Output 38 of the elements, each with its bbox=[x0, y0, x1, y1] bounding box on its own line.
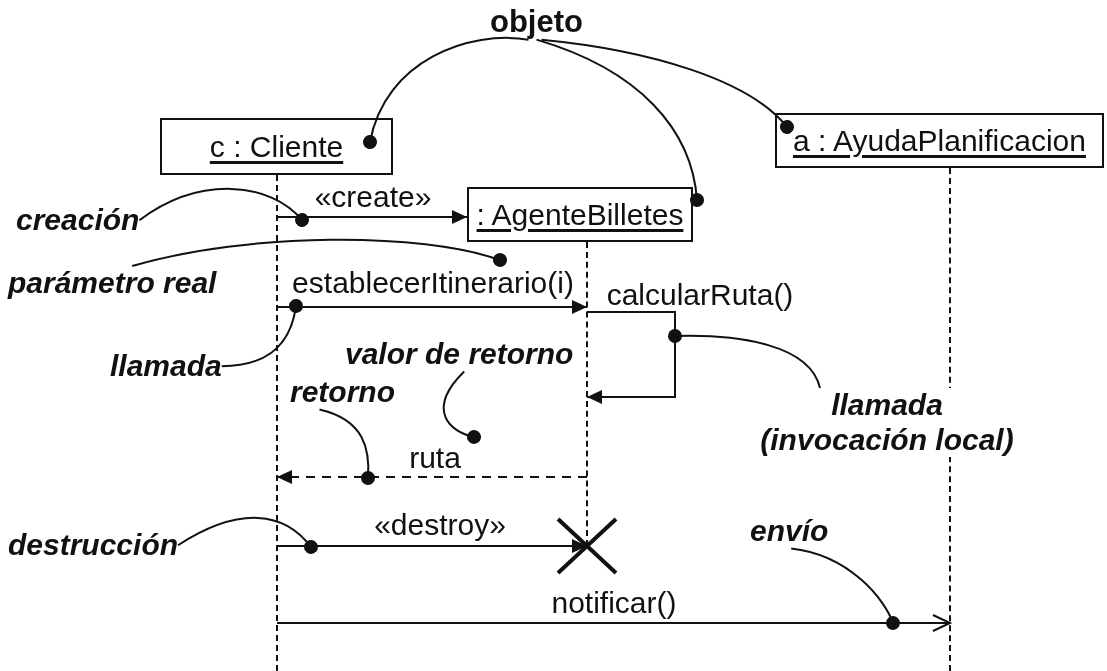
annotation: creación bbox=[16, 203, 140, 238]
message-label: «destroy» bbox=[374, 508, 506, 542]
message-arrow bbox=[586, 311, 676, 404]
annotation: envío bbox=[750, 514, 829, 549]
message-arrow bbox=[276, 470, 588, 484]
annotation: retorno bbox=[290, 375, 395, 410]
message-arrow bbox=[276, 210, 468, 224]
message-label: calcularRuta() bbox=[606, 278, 794, 312]
leader-line bbox=[131, 238, 507, 267]
object-box bbox=[160, 118, 393, 175]
leader-line bbox=[177, 516, 318, 554]
message-arrow bbox=[276, 300, 588, 314]
leader-line bbox=[138, 187, 309, 227]
annotation: parámetro real bbox=[8, 266, 217, 301]
leader-line bbox=[363, 37, 530, 149]
leader-line bbox=[790, 547, 900, 630]
object-box bbox=[775, 113, 1104, 168]
message-label: «create» bbox=[314, 180, 432, 214]
message-label: establecerItinerario(i) bbox=[292, 266, 574, 300]
message-label: notificar() bbox=[551, 586, 677, 620]
object-box bbox=[467, 187, 693, 242]
message-label: ruta bbox=[409, 441, 461, 475]
leader-line bbox=[535, 38, 704, 207]
leader-line bbox=[668, 329, 821, 389]
annotation: destrucción bbox=[8, 528, 179, 563]
leader-line bbox=[540, 38, 794, 134]
leader-line bbox=[318, 408, 375, 485]
leader-line bbox=[442, 370, 481, 444]
annotation: objeto bbox=[490, 4, 583, 40]
message-arrow bbox=[276, 614, 951, 632]
lifeline bbox=[586, 242, 588, 546]
annotation: llamada bbox=[110, 349, 222, 384]
object-name: a : AyudaPlanificacion bbox=[793, 123, 1086, 158]
object-name: c : Cliente bbox=[209, 129, 344, 164]
object-name: : AgenteBilletes bbox=[476, 197, 684, 232]
leader-line bbox=[220, 299, 303, 368]
annotation: valor de retorno bbox=[345, 337, 574, 372]
lifeline bbox=[276, 175, 278, 671]
